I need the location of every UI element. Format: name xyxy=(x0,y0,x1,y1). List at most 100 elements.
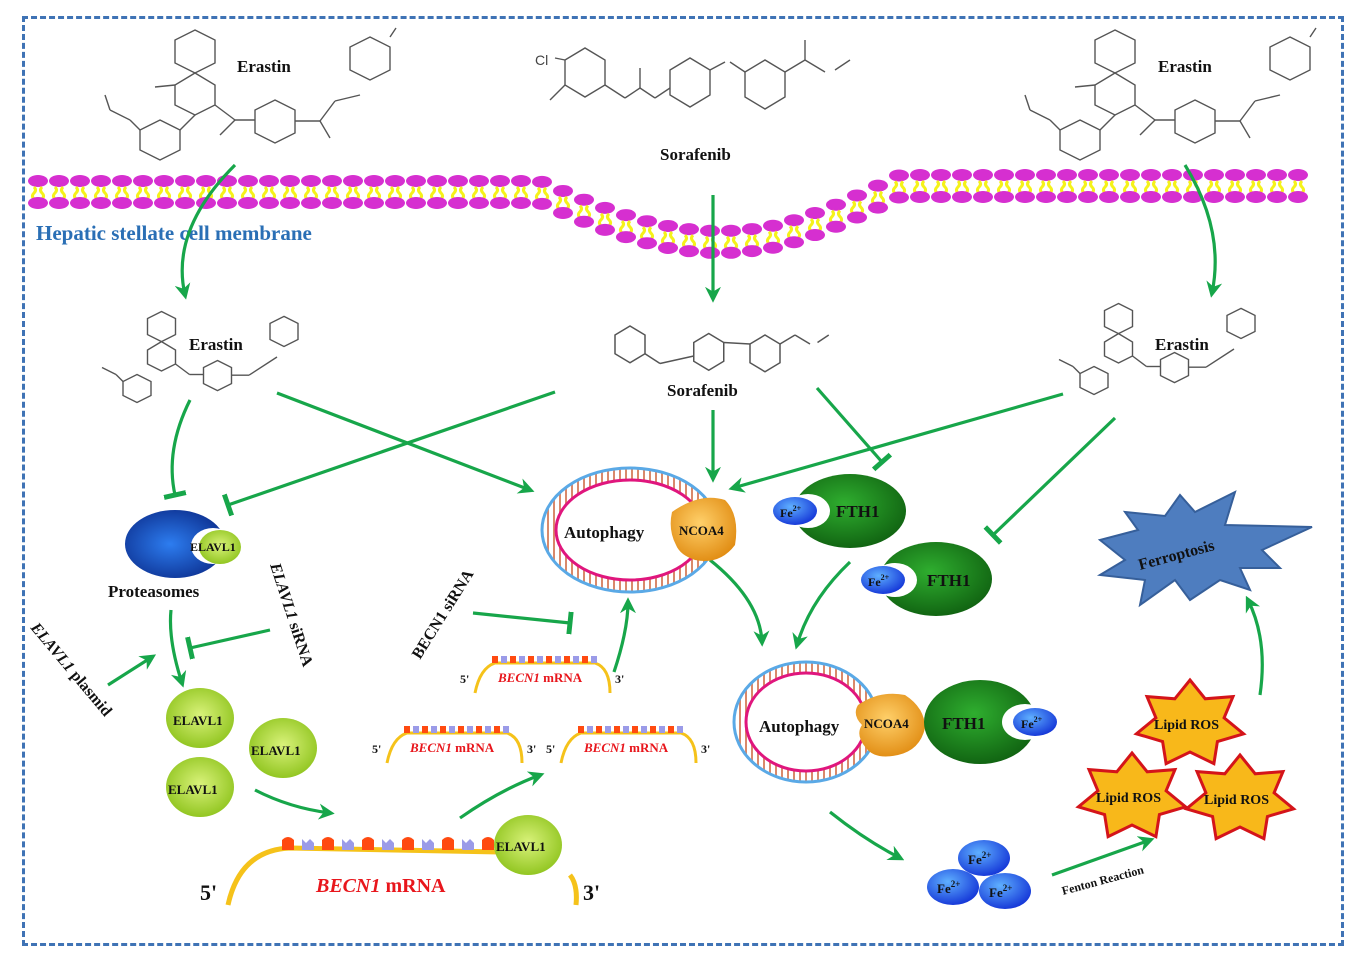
lipid-bilayer-unit xyxy=(677,221,701,259)
nucleotide xyxy=(467,726,473,733)
fe-label: Fe2+ xyxy=(780,504,802,520)
lipid-bilayer-unit xyxy=(1034,167,1058,205)
elavl1-sirna-label: ELAVL1 siRNA xyxy=(266,560,316,669)
three-prime-label: 3' xyxy=(615,672,624,686)
lipid-bilayer-unit xyxy=(1202,167,1226,205)
lipid-bilayer-unit xyxy=(446,173,470,211)
arrow-lipidros-ferroptosis xyxy=(1245,595,1264,696)
nucleotide-purine xyxy=(282,837,294,850)
nucleotide xyxy=(519,656,525,663)
atom-cl: Cl xyxy=(535,52,548,68)
lipid-bilayer-unit xyxy=(1013,167,1037,205)
lipid-bilayer-unit xyxy=(110,173,134,211)
inhibit-becn1-sirna-autophagy xyxy=(472,611,574,635)
erastin-label: Erastin xyxy=(1158,57,1212,76)
nucleotide xyxy=(578,726,584,733)
lipid-bilayer-unit xyxy=(950,167,974,205)
nucleotide xyxy=(510,656,516,663)
lipid-bilayer-unit xyxy=(173,173,197,211)
inhibit-erastin-fth1 xyxy=(983,416,1117,545)
lipid-ros-label: Lipid ROS xyxy=(1096,791,1161,806)
lipid-bilayer-unit xyxy=(467,173,491,211)
nucleotide xyxy=(668,726,674,733)
lipid-bilayer-unit xyxy=(845,187,869,225)
lipid-ros-star xyxy=(1075,750,1189,839)
lipid-ros-label: Lipid ROS xyxy=(1154,718,1219,733)
nucleotide-purine xyxy=(362,837,374,850)
nucleotide xyxy=(413,726,419,733)
nucleotide-purine xyxy=(482,837,494,850)
arrow-elavl1-mrna xyxy=(254,788,335,820)
erastin-molecule-top-left: Erastin xyxy=(104,27,397,161)
pathway-arrows xyxy=(107,163,1264,877)
lipid-bilayer-unit xyxy=(383,173,407,211)
lipid-bilayer-unit xyxy=(341,173,365,211)
elavl1-protein: ELAVL1 xyxy=(168,782,218,797)
nucleotide xyxy=(546,656,552,663)
nucleotide-pyrimidine xyxy=(462,839,474,850)
fth1-label: FTH1 xyxy=(927,571,970,590)
elavl1-protein-bound: ELAVL1 xyxy=(496,839,546,854)
becn1-mrna-label: BECN1 mRNA xyxy=(497,670,583,685)
sorafenib-label: Sorafenib xyxy=(660,145,731,164)
becn1-mrna-copy: 5'3'BECN1 mRNA xyxy=(460,656,624,694)
lipid-bilayer-unit xyxy=(425,173,449,211)
nucleotide xyxy=(528,656,534,663)
lipid-bilayer-unit xyxy=(992,167,1016,205)
nucleotide xyxy=(503,726,509,733)
diagram-border xyxy=(22,16,1344,946)
erastin-label: Erastin xyxy=(237,57,291,76)
lipid-bilayer-unit xyxy=(971,167,995,205)
lipid-bilayer-unit xyxy=(803,205,827,243)
elavl1-protein: ELAVL1 xyxy=(173,713,223,728)
nucleotide-pyrimidine xyxy=(302,839,314,850)
elavl1-protein: ELAVL1 xyxy=(251,743,301,758)
ncoa4-label: NCOA4 xyxy=(679,523,724,538)
lipid-bilayer-unit xyxy=(824,197,848,235)
lipid-bilayer-unit xyxy=(614,207,638,245)
lipid-bilayer-unit xyxy=(1097,167,1121,205)
nucleotide xyxy=(485,726,491,733)
nucleotide xyxy=(501,656,507,663)
becn1-mrna-copy: 5'3'BECN1 mRNA xyxy=(546,726,710,764)
arrow-erastin-autophagy xyxy=(276,391,535,494)
lipid-bilayer-unit xyxy=(89,173,113,211)
ferroptosis-burst: Ferroptosis xyxy=(1096,490,1313,608)
lipid-bilayer-unit xyxy=(299,173,323,211)
lipid-bilayer-unit xyxy=(572,192,596,230)
lipid-bilayer-unit xyxy=(68,173,92,211)
lipid-bilayer-unit xyxy=(236,173,260,211)
proteasome-elavl1-label: ELAVL1 xyxy=(190,540,236,554)
nucleotide-purine xyxy=(322,837,334,850)
free-iron-cluster: Fe2+ Fe2+ Fe2+ xyxy=(927,840,1031,909)
lipid-bilayer-unit xyxy=(1244,167,1268,205)
becn1-sirna-label: BECN1 siRNA xyxy=(409,566,478,662)
nucleotide-pyrimidine xyxy=(382,839,394,850)
lipid-bilayer-unit xyxy=(593,200,617,238)
becn1-mrna-copy: 5'3'BECN1 mRNA xyxy=(372,726,536,764)
nucleotide xyxy=(404,726,410,733)
erastin-label: Erastin xyxy=(1155,335,1209,354)
autophagosome-top: Autophagy NCOA4 xyxy=(540,466,737,594)
lipid-bilayer-unit xyxy=(278,173,302,211)
nucleotide xyxy=(431,726,437,733)
arrow-erastin-autophagy-right xyxy=(728,392,1064,493)
fth1-label: FTH1 xyxy=(836,502,879,521)
nucleotide xyxy=(596,726,602,733)
fth1-iron-complex: Fe2+ FTH1 xyxy=(773,474,906,548)
nucleotide xyxy=(458,726,464,733)
lipid-ros-star xyxy=(1183,752,1297,841)
elavl1-cluster: ELAVL1 ELAVL1 ELAVL1 xyxy=(166,688,317,817)
three-prime-label: 3' xyxy=(701,742,710,756)
lipid-bilayer-unit xyxy=(47,173,71,211)
five-prime-label: 5' xyxy=(200,880,217,905)
lipid-bilayer-unit xyxy=(635,213,659,251)
arrow-erastin-entry-right xyxy=(1183,164,1223,298)
lipid-bilayer-unit xyxy=(908,167,932,205)
lipid-bilayer-unit xyxy=(131,173,155,211)
lipid-ros-label: Lipid ROS xyxy=(1204,793,1269,808)
lipid-bilayer-unit xyxy=(698,223,722,261)
becn1-mrna-label: BECN1 mRNA xyxy=(409,740,495,755)
